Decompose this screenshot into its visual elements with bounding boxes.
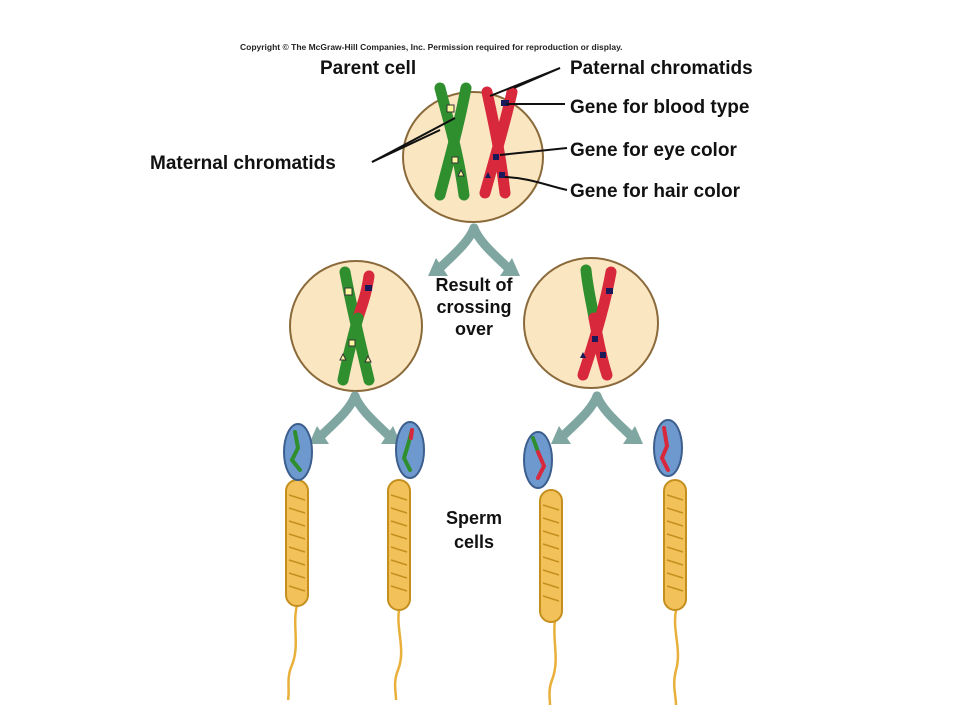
sperm-cell-4 <box>653 419 687 706</box>
label-parent-cell: Parent cell <box>320 58 416 79</box>
label-gene-blood-type: Gene for blood type <box>570 97 749 118</box>
daughter-cell-right <box>523 257 659 389</box>
division-arrow-top <box>428 228 520 276</box>
label-gene-hair-color: Gene for hair color <box>570 181 741 202</box>
leader-maternal-2 <box>371 117 456 163</box>
sperm-cell-2 <box>387 421 425 701</box>
label-crossing-over-2: crossing <box>436 297 511 317</box>
paternal-chromosome <box>479 86 518 199</box>
sperm-cell-1 <box>283 423 313 701</box>
division-arrow-right <box>551 396 643 444</box>
label-sperm-2: cells <box>454 532 494 552</box>
leader-hair-color <box>504 176 568 191</box>
label-crossing-over-3: over <box>455 319 493 339</box>
label-crossing-over-1: Result of <box>435 275 513 295</box>
copyright-notice: Copyright © The McGraw-Hill Companies, I… <box>240 42 623 52</box>
label-gene-eye-color: Gene for eye color <box>570 140 737 161</box>
sperm-3-head <box>523 431 553 489</box>
leader-eye-color <box>499 147 568 156</box>
label-maternal-chromatids: Maternal chromatids <box>150 153 336 174</box>
sperm-2-head <box>395 421 425 479</box>
leader-paternal-2 <box>489 67 561 97</box>
division-arrow-left <box>309 396 401 444</box>
parent-cell-membrane <box>402 91 544 223</box>
label-paternal-chromatids: Paternal chromatids <box>570 58 753 79</box>
daughter-cell-left <box>289 260 423 392</box>
label-sperm-1: Sperm <box>446 508 502 528</box>
maternal-chromosome <box>434 82 472 201</box>
sperm-cell-3 <box>523 431 563 706</box>
parent-cell <box>402 82 544 223</box>
